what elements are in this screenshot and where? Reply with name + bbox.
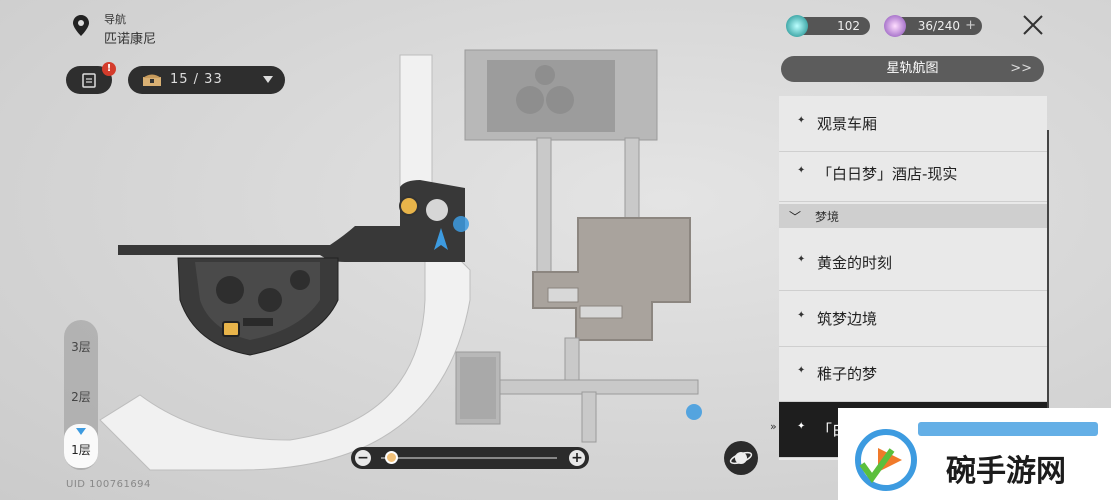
list-item[interactable]: ✦ 观景车厢 bbox=[779, 96, 1047, 152]
shop-marker bbox=[222, 321, 240, 337]
location-name: 匹诺康尼 bbox=[104, 32, 157, 47]
map-corridor-d bbox=[497, 379, 699, 395]
diamond-icon: ✦ bbox=[797, 310, 806, 321]
trailblaze-orb-icon bbox=[884, 15, 906, 37]
list-item[interactable]: ✦ 「白日梦」酒店-现实 bbox=[779, 146, 1047, 202]
zoom-slider[interactable]: − + bbox=[351, 447, 589, 469]
player-floor-indicator-icon bbox=[76, 428, 86, 435]
diamond-icon: ✦ bbox=[797, 254, 806, 265]
diamond-icon: ✦ bbox=[797, 365, 806, 376]
location-list: ✦ 观景车厢 ✦ 「白日梦」酒店-现实 ﹀ 梦境 ✦ 黄金的时刻 ✦ 筑梦边境 … bbox=[779, 96, 1047, 460]
chevron-down-icon bbox=[263, 76, 273, 83]
panel-header-label: 星轨航图 bbox=[886, 61, 939, 76]
watermark-logo-icon bbox=[855, 429, 917, 491]
chevron-down-icon: ﹀ bbox=[789, 210, 802, 224]
planet-icon bbox=[729, 451, 753, 465]
floor-2-button[interactable]: 2层 bbox=[71, 390, 91, 404]
watermark: 碗手游网 bbox=[838, 408, 1111, 500]
double-chevron-right-icon: >> bbox=[1010, 61, 1032, 76]
watermark-text: 碗手游网 bbox=[946, 454, 1066, 489]
stamina-resource[interactable]: 102 bbox=[786, 15, 870, 37]
selected-floor-label: 1层 bbox=[71, 443, 91, 457]
close-icon[interactable] bbox=[1020, 12, 1046, 38]
location-pin-icon bbox=[73, 15, 89, 36]
treasure-chest-icon bbox=[143, 74, 161, 86]
uid-text: UID 100761694 bbox=[66, 479, 151, 490]
trailblaze-value: 36/240 bbox=[917, 19, 960, 33]
npc-marker bbox=[399, 196, 419, 216]
stamina-orb-icon bbox=[786, 15, 808, 37]
map-dark-hall bbox=[118, 180, 465, 262]
nav-title: 导航 bbox=[104, 13, 126, 26]
teleport-marker bbox=[453, 216, 469, 232]
list-item-label: 观景车厢 bbox=[817, 115, 878, 133]
trailblaze-power[interactable]: 36/240 + bbox=[884, 15, 982, 37]
floor-3-button[interactable]: 3层 bbox=[71, 340, 91, 354]
diamond-icon: ✦ bbox=[797, 115, 806, 126]
section-header[interactable]: ﹀ 梦境 bbox=[779, 204, 1047, 228]
zoom-in-button[interactable]: + bbox=[569, 450, 585, 466]
add-icon[interactable]: + bbox=[965, 18, 976, 33]
zoom-thumb[interactable] bbox=[385, 451, 398, 464]
map-hall bbox=[532, 217, 691, 341]
teleport-marker-2 bbox=[686, 404, 702, 420]
diamond-icon: ✦ bbox=[797, 165, 806, 176]
list-item-label: 黄金的时刻 bbox=[817, 254, 893, 272]
map-corridor-e bbox=[581, 391, 597, 443]
scrollbar[interactable] bbox=[1047, 130, 1049, 420]
double-chevron-right-icon: » bbox=[770, 420, 777, 433]
chest-count: 15 / 33 bbox=[170, 72, 223, 87]
watermark-banner bbox=[918, 422, 1098, 436]
map-curved-corridor bbox=[99, 54, 471, 471]
clipboard-icon bbox=[82, 73, 96, 88]
zoom-track[interactable] bbox=[381, 457, 557, 459]
list-item-label: 「白日梦」酒店-现实 bbox=[817, 165, 958, 183]
map-corridor-b bbox=[624, 137, 640, 219]
zoom-out-button[interactable]: − bbox=[355, 450, 371, 466]
diamond-icon: ✦ bbox=[797, 421, 806, 432]
star-rail-map-button[interactable]: 星轨航图 >> bbox=[781, 56, 1044, 82]
section-label: 梦境 bbox=[815, 210, 840, 224]
map-corridor-a bbox=[536, 137, 552, 274]
player-marker bbox=[434, 228, 448, 250]
list-item[interactable]: ✦ 筑梦边境 bbox=[779, 291, 1047, 347]
planet-switch-button[interactable] bbox=[724, 441, 758, 475]
chest-counter-dropdown[interactable]: 15 / 33 bbox=[128, 66, 285, 94]
list-item[interactable]: ✦ 黄金的时刻 bbox=[779, 235, 1047, 291]
floor-1-button[interactable]: 1层 bbox=[64, 424, 98, 468]
list-item-label: 筑梦边境 bbox=[817, 310, 878, 328]
alert-badge: ! bbox=[102, 62, 116, 76]
floor-selector: 3层 2层 1层 bbox=[64, 320, 98, 470]
list-item-label: 稚子的梦 bbox=[817, 365, 878, 383]
stamina-value: 102 bbox=[837, 19, 860, 33]
list-item[interactable]: ✦ 稚子的梦 bbox=[779, 346, 1047, 402]
